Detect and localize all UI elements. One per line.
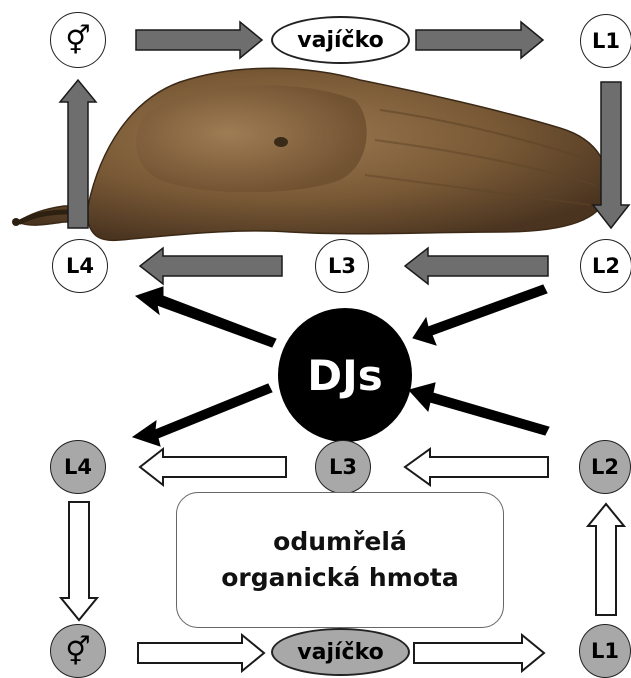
arrow-hermb-to-eggb (138, 635, 264, 671)
arrow-l2-top-to-djs (413, 285, 547, 345)
arrow-l3b-to-l4b (140, 449, 286, 485)
djs-node: DJs (278, 308, 412, 442)
arrow-egg-to-l1 (416, 22, 543, 58)
arrow-l2-to-l3 (405, 248, 548, 284)
dead-organic-matter-label: odumřelá organická hmota (221, 524, 459, 596)
arrow-djs-to-l4-top (136, 287, 276, 347)
arrow-eggb-to-l1b (414, 635, 544, 671)
arrow-l2-bottom-to-djs (409, 383, 549, 435)
arrow-djs-to-l4-bottom (133, 384, 272, 446)
dead-organic-matter-box: odumřelá organická hmota (176, 492, 504, 628)
arrow-l3-to-l4 (140, 248, 282, 284)
arrow-l1b-to-l2b (588, 504, 624, 615)
arrow-l4b-to-hermb (61, 502, 97, 620)
arrow-l2b-to-l3b (405, 449, 548, 485)
slug-illustration (12, 68, 607, 240)
arrow-herm-to-egg (136, 22, 262, 58)
